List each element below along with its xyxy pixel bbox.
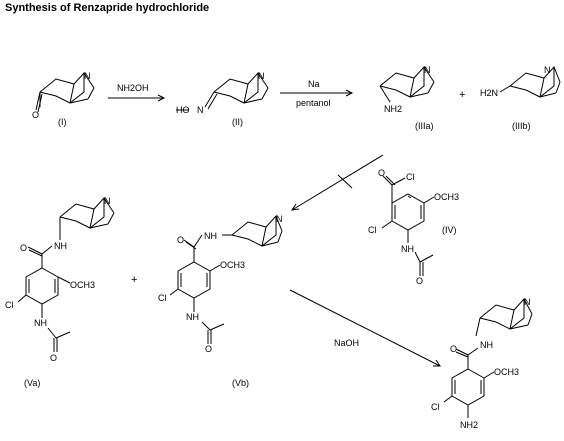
reagent-na: Na bbox=[308, 79, 320, 89]
atom-N-IIIa: N bbox=[424, 65, 431, 75]
compound-II-structure bbox=[176, 71, 269, 111]
atom-O-product: O bbox=[450, 344, 457, 354]
atom-N-Va: N bbox=[104, 196, 111, 206]
reagent-nh2oh: NH2OH bbox=[117, 83, 149, 93]
plus-sign-2: + bbox=[131, 274, 137, 286]
atom-NH-amide-Vb: NH bbox=[186, 312, 199, 322]
atom-O-acetyl-Va: O bbox=[50, 353, 57, 363]
atom-O-Va: O bbox=[20, 243, 27, 253]
atom-NH-product: NH bbox=[480, 340, 493, 350]
compound-IV-structure bbox=[381, 175, 435, 276]
atom-O-acetyl-IV: O bbox=[416, 276, 423, 286]
atom-OCH3-product: OCH3 bbox=[494, 367, 519, 377]
plus-sign-1: + bbox=[459, 89, 465, 101]
compound-Va-structure bbox=[17, 196, 115, 352]
label-compound-II: (II) bbox=[232, 117, 243, 127]
atom-N-Vb: N bbox=[276, 214, 283, 224]
atom-HO-II: HO bbox=[176, 105, 190, 115]
atom-NH-IV: NH bbox=[401, 244, 414, 254]
reagent-pentanol: pentanol bbox=[296, 98, 331, 108]
atom-N-oxime: N bbox=[197, 105, 204, 115]
atom-NH-Vb: NH bbox=[204, 231, 217, 241]
atom-Cl-Vb: Cl bbox=[158, 293, 167, 303]
product-renzapride-structure bbox=[443, 297, 533, 418]
atom-Cl-Va: Cl bbox=[5, 300, 14, 310]
label-compound-IIIb: (IIIb) bbox=[512, 121, 531, 131]
label-compound-Va: (Va) bbox=[24, 378, 40, 388]
atom-O-Vb: O bbox=[177, 235, 184, 245]
atom-N-I: N bbox=[84, 71, 91, 81]
reagent-naoh: NaOH bbox=[334, 338, 359, 348]
atom-NH2-IIIa: NH2 bbox=[384, 104, 402, 114]
label-compound-I: (I) bbox=[58, 117, 67, 127]
compound-IIIa-structure bbox=[379, 65, 435, 103]
label-compound-Vb: (Vb) bbox=[232, 378, 249, 388]
compound-IIIb-structure bbox=[499, 65, 561, 98]
atom-NH-Va: NH bbox=[54, 241, 67, 251]
atom-Cl-acyl: Cl bbox=[406, 172, 415, 182]
atom-O-IV: O bbox=[378, 168, 385, 178]
atom-N-II: N bbox=[258, 71, 265, 81]
atom-O-I: O bbox=[32, 110, 39, 120]
atom-OCH3-IV: OCH3 bbox=[434, 192, 459, 202]
compound-Vb-structure bbox=[169, 214, 283, 344]
atom-H2N-IIIb: H2N bbox=[480, 88, 498, 98]
atom-NH2-product: NH2 bbox=[460, 420, 478, 430]
label-compound-IIIa: (IIIa) bbox=[415, 121, 434, 131]
atom-Cl-product: Cl bbox=[431, 402, 440, 412]
atom-NH-amide-Va: NH bbox=[34, 318, 47, 328]
scheme-title: Synthesis of Renzapride hydrochloride bbox=[5, 2, 210, 14]
atom-Cl-IV: Cl bbox=[368, 225, 377, 235]
atom-OCH3-Vb: OCH3 bbox=[220, 260, 245, 270]
atom-OCH3-Va: OCH3 bbox=[70, 280, 95, 290]
atom-O-acetyl-Vb: O bbox=[205, 344, 212, 354]
atom-N-product: N bbox=[524, 297, 531, 307]
label-compound-IV: (IV) bbox=[442, 225, 457, 235]
atom-N-IIIb: N bbox=[544, 65, 551, 75]
compound-I-structure bbox=[35, 71, 95, 113]
